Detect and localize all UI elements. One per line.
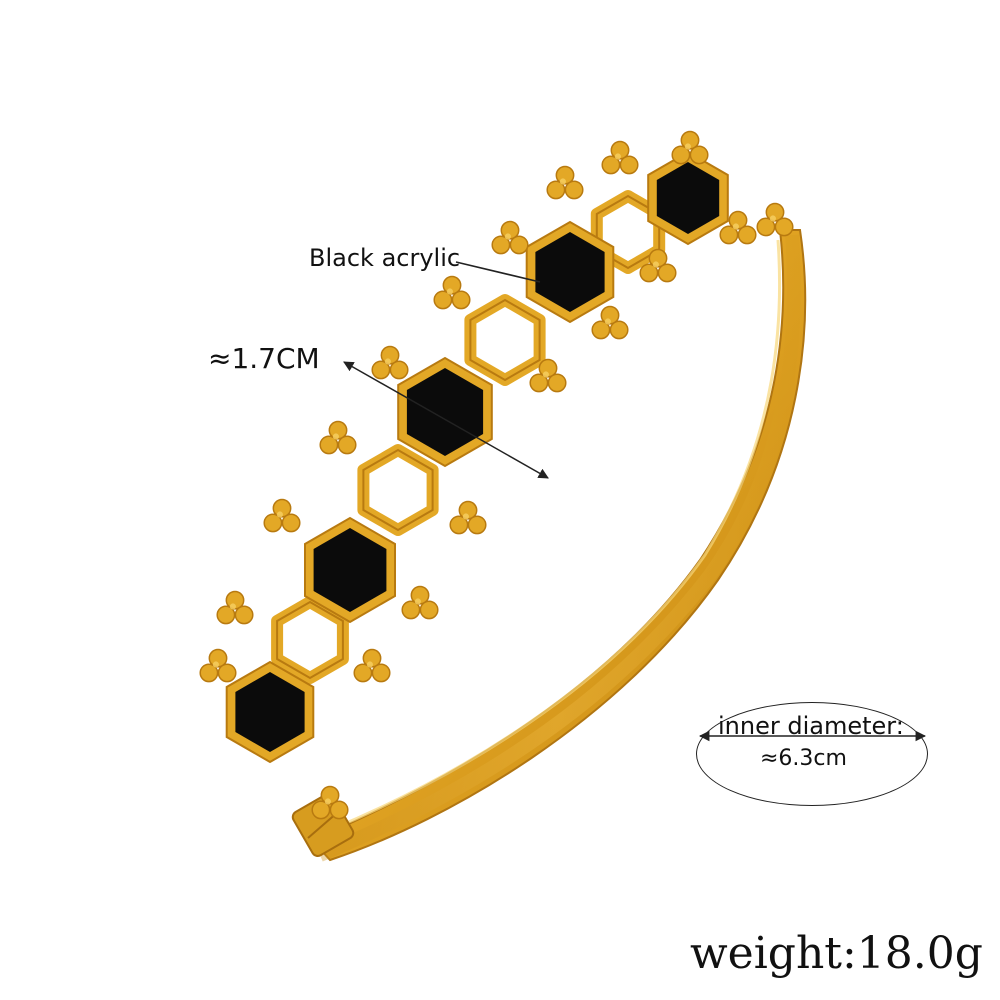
clover-ornament [199,663,219,683]
clover-ornament [462,513,469,520]
clover-ornament [614,153,621,160]
open-hexagon-frame [464,294,546,386]
width-label: ≈1.7CM [208,342,320,375]
clover-ornament [591,320,611,340]
clover-ornament [504,233,511,240]
clover-ornament [737,225,757,245]
clover-ornament [371,663,391,683]
clover-ornament [216,605,236,625]
clover-ornament [542,371,549,378]
clover-ornament [332,433,339,440]
weight-label: weight:18.0g [690,928,983,979]
black-acrylic-inlay [535,232,605,312]
clover-ornament [639,263,659,283]
clover-ornament [774,217,794,237]
clover-ornament [769,215,776,222]
clover-ornament [414,598,421,605]
material-label: Black acrylic [309,244,461,272]
open-hexagon-edge [276,600,344,680]
clover-ornament [604,318,611,325]
clover-ornament [276,511,283,518]
clover-ornament [689,145,709,165]
black-acrylic-inlay [656,162,720,234]
width-arrow [343,361,549,479]
clover-ornament [324,798,331,805]
clover-ornament [671,145,691,165]
clover-ornament [229,603,236,610]
clover-ornament [329,800,349,820]
clover-ornament [384,358,391,365]
clover-ornament [353,663,373,683]
black-acrylic-inlay [313,528,387,612]
diameter-callout [696,702,928,806]
clover-ornament [281,513,301,533]
clover-ornament [263,513,283,533]
clover-ornament [564,180,584,200]
clover-ornament [601,155,621,175]
clover-ornament [652,261,659,268]
clover-ornament [491,235,511,255]
inner-diameter-label: inner diameter: [718,712,904,740]
clover-ornament [337,435,357,455]
clover-ornament [446,288,453,295]
clover-ornament [546,180,566,200]
clover-ornament [366,661,373,668]
bangle-band [310,229,807,862]
clover-ornament [619,155,639,175]
clover-ornament [732,223,739,230]
clover-ornament [657,263,677,283]
clover-ornament [609,320,629,340]
clover-ornament [311,800,331,820]
clover-ornament [419,600,439,620]
clover-ornament [449,515,469,535]
clover-ornament [719,225,739,245]
clover-ornament [319,435,339,455]
clover-ornament [212,661,219,668]
honeycomb-front [199,130,794,820]
clover-ornament [509,235,529,255]
clover-ornament [756,217,776,237]
black-acrylic-inlay [235,672,305,752]
clover-ornament [547,373,567,393]
clover-ornament [401,600,421,620]
clover-ornament [451,290,471,310]
clover-ornament [433,290,453,310]
inner-diameter-value: ≈6.3cm [760,746,847,771]
clover-ornament [684,143,691,150]
open-hexagon-frame [357,444,439,536]
clover-ornament [389,360,409,380]
clover-ornament [234,605,254,625]
clover-ornament [467,515,487,535]
open-hexagon-frame [271,596,349,684]
clover-ornament [559,178,566,185]
material-pointer-line [455,261,541,283]
clover-ornament [217,663,237,683]
